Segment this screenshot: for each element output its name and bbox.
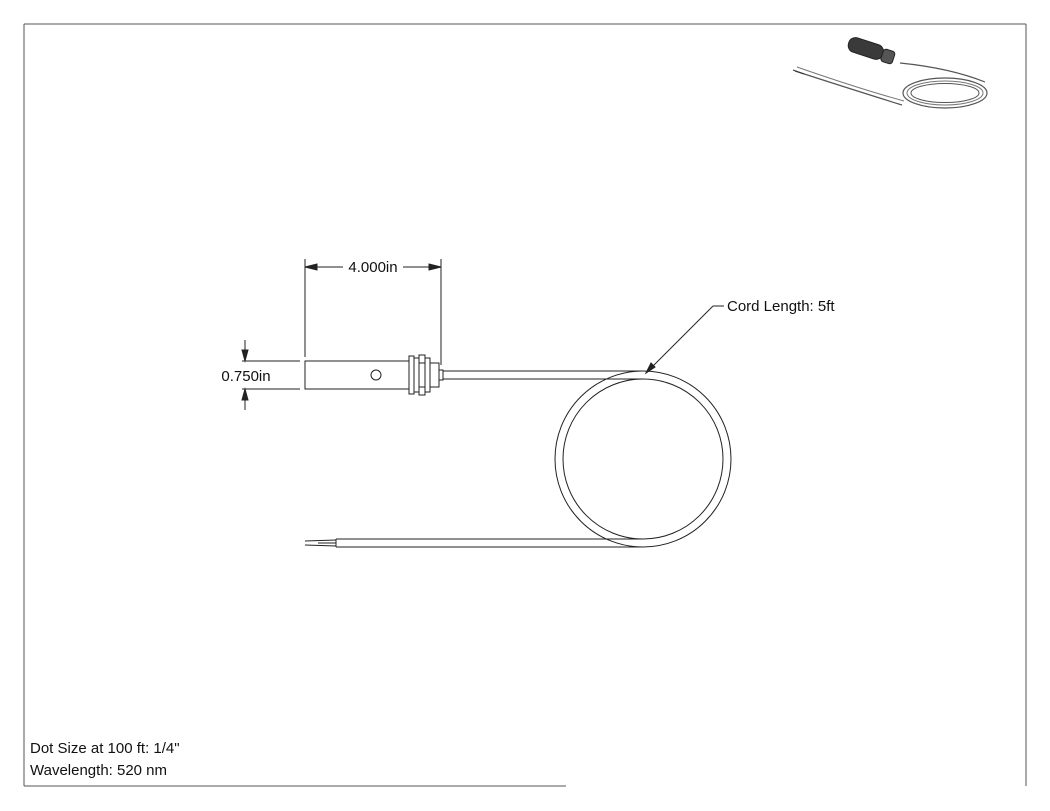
cord-length-callout: Cord Length: 5ft [727,298,835,315]
cord-callout-leader [644,305,724,375]
length-dimension-label: 4.000in [348,259,397,276]
isometric-thumbnail [792,37,988,109]
diameter-dimension-label: 0.750in [221,368,270,385]
sensor-body [304,354,444,396]
cable [304,370,732,548]
laser-aperture-icon [370,369,382,381]
wavelength-note: Wavelength: 520 nm [30,762,168,779]
length-dimension [304,259,442,365]
diameter-dimension [241,340,300,410]
dot-size-note: Dot Size at 100 ft: 1/4" [30,740,180,757]
sheet-border [23,23,1027,787]
